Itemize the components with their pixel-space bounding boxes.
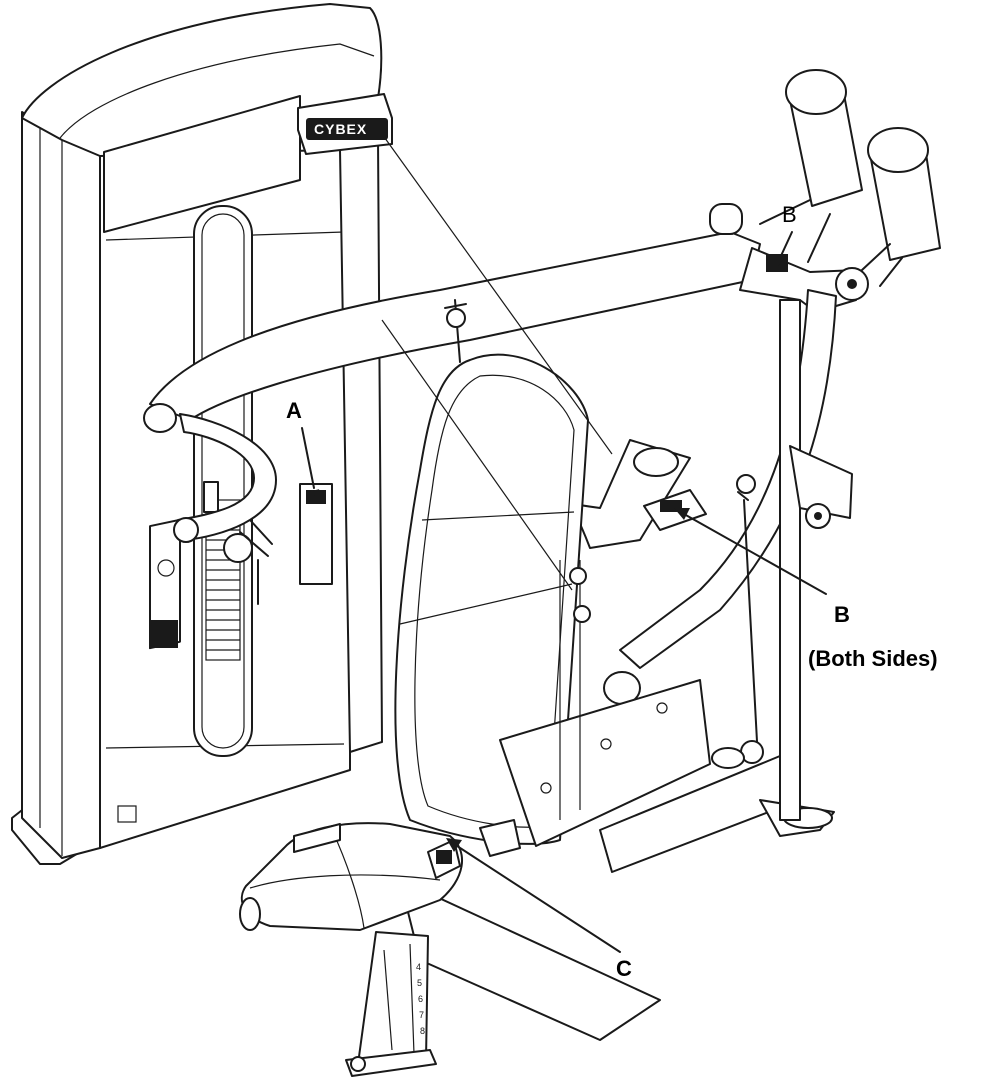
back-pad — [394, 353, 589, 845]
callouts: A B B (Both Sides) C — [286, 202, 938, 981]
seat-number-7: 7 — [419, 1010, 424, 1020]
seat-number-8: 8 — [420, 1026, 425, 1036]
instruction-placard — [149, 518, 181, 650]
seat-post-numbers: 4 5 6 7 8 — [416, 962, 425, 1036]
placard-a — [299, 483, 333, 585]
cybex-logo-text: CYBEX — [314, 121, 367, 137]
callout-c-label: C — [616, 956, 632, 981]
weight-stack-tower: CYBEX — [11, 3, 393, 865]
callout-a-label: A — [286, 398, 302, 423]
seat-number-4: 4 — [416, 962, 421, 972]
callout-b-side-label: B — [834, 602, 850, 627]
roller-pads — [759, 69, 941, 287]
seat-number-5: 5 — [417, 978, 422, 988]
placard-c — [436, 850, 452, 864]
seat: 4 5 6 7 8 — [239, 819, 521, 1077]
seat-number-6: 6 — [418, 994, 423, 1004]
callout-b-side-note: (Both Sides) — [808, 646, 938, 671]
placard-b-side — [643, 489, 707, 531]
weight-selector-pin — [203, 481, 273, 605]
cybex-logo: CYBEX — [297, 93, 393, 155]
callout-b-top-label: B — [782, 202, 797, 227]
base-frame — [381, 133, 853, 1041]
